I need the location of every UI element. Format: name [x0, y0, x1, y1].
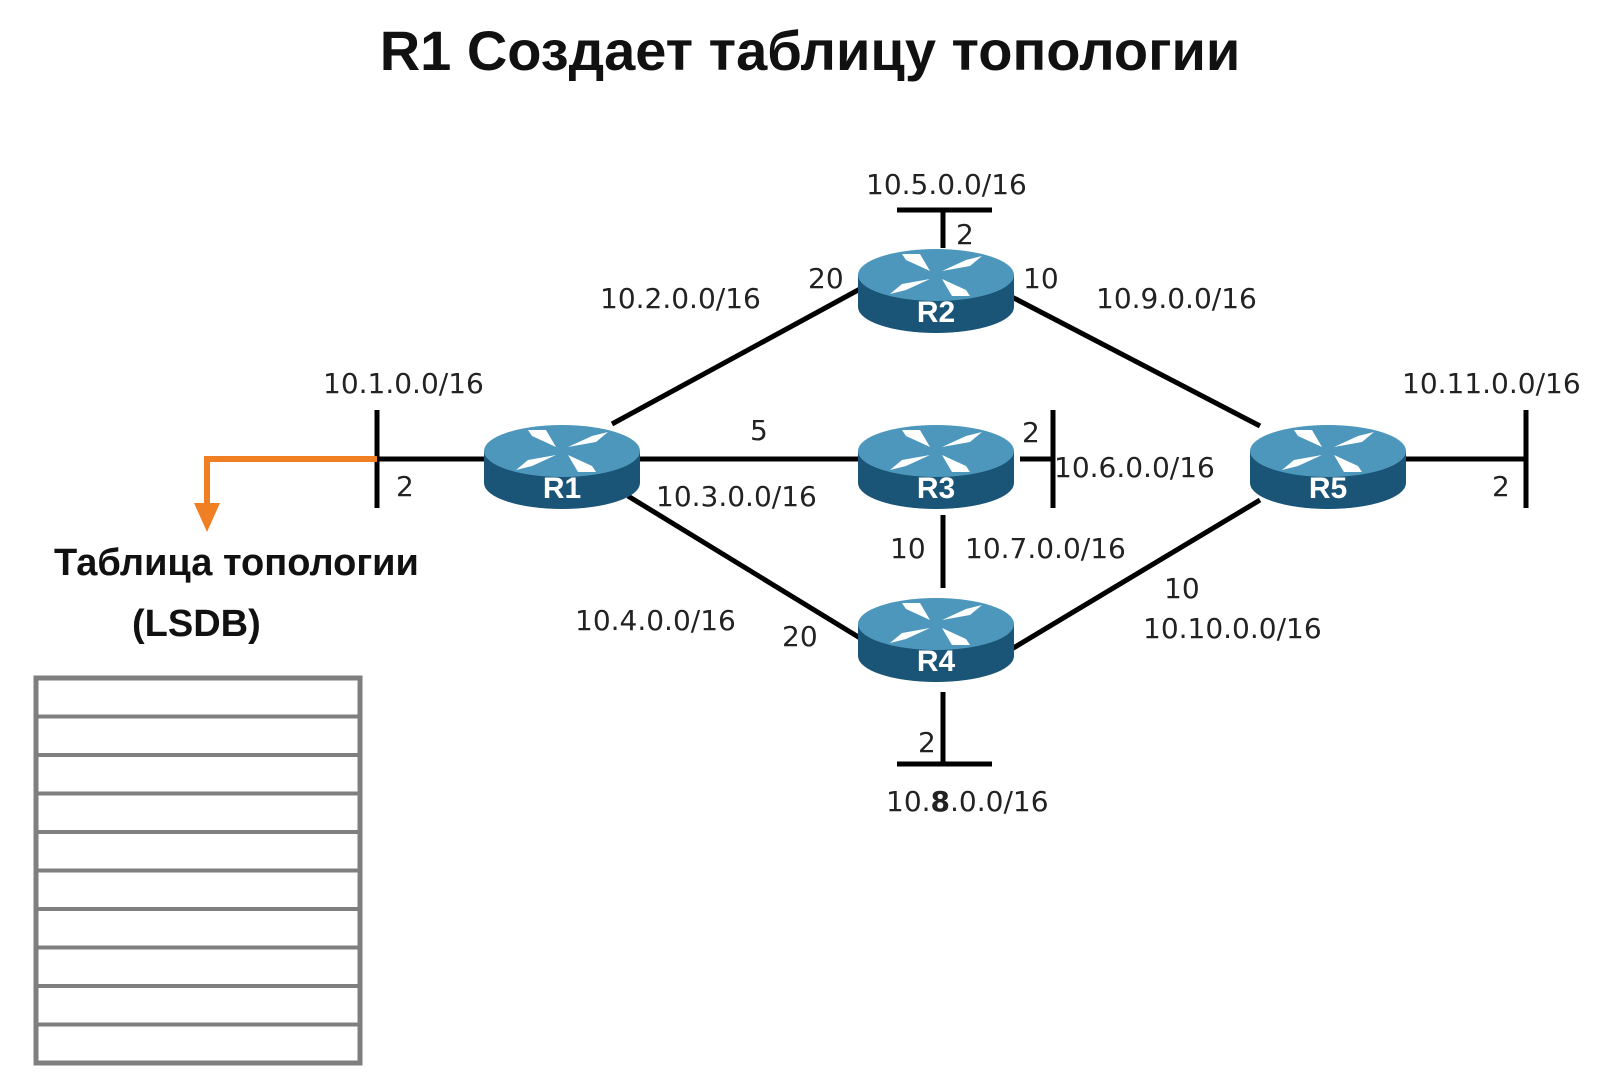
router-label: R1: [543, 472, 581, 505]
network-label-r3-r4: 10.7.0.0/16: [965, 532, 1126, 565]
router-label: R5: [1309, 472, 1347, 505]
cost-label-r3-lan: 2: [1022, 416, 1040, 449]
router-links: [374, 207, 1529, 767]
cost-label-r3-r4: 10: [890, 532, 926, 565]
router-r2[interactable]: R2: [858, 249, 1014, 333]
network-label-r1-r4: 10.4.0.0/16: [575, 604, 736, 637]
network-label-r4-lan-bold: 8: [931, 785, 950, 818]
cost-label-r5-lan: 2: [1492, 470, 1510, 503]
network-label-r2-r5: 10.9.0.0/16: [1096, 282, 1257, 315]
network-label-r1-r2: 10.2.0.0/16: [600, 282, 761, 315]
network-label-r1-r3: 10.3.0.0/16: [656, 480, 817, 513]
router-r4[interactable]: R4: [858, 598, 1014, 682]
network-label-r4-lan: 10.8.0.0/16: [886, 785, 1049, 818]
network-label-r4-r5: 10.10.0.0/16: [1143, 612, 1322, 645]
link-r4-r5: [1008, 497, 1262, 653]
link-r1-r2: [610, 286, 862, 427]
network-label-r4-lan-suffix: .0.0/16: [950, 785, 1049, 818]
cost-label-r1-r3: 5: [750, 414, 768, 447]
network-label-r5-lan: 10.11.0.0/16: [1402, 367, 1581, 400]
network-label-r3-lan: 10.6.0.0/16: [1054, 451, 1215, 484]
link-r2-r5: [1008, 293, 1262, 429]
network-label-r1-lan: 10.1.0.0/16: [323, 367, 484, 400]
cost-label-r2-r5: 10: [1023, 262, 1059, 295]
page-title: R1 Создает таблицу топологии: [379, 19, 1241, 82]
network-label-r4-lan-prefix: 10.: [886, 785, 931, 818]
network-label-r2-lan: 10.5.0.0/16: [866, 168, 1027, 201]
router-r3[interactable]: R3: [858, 425, 1014, 509]
router-label: R4: [917, 645, 956, 678]
router-label: R2: [917, 296, 955, 329]
cost-label-r2-lan: 2: [956, 218, 974, 251]
topology-table-title: Таблица топологии: [54, 542, 419, 584]
cost-label-r1-r2: 20: [808, 262, 844, 295]
router-label: R3: [917, 472, 955, 505]
cost-label-r1-r4: 20: [782, 620, 818, 653]
router-r1[interactable]: R1: [484, 425, 640, 509]
lsdb-arrow: [194, 456, 377, 532]
topology-table-subtitle: (LSDB): [132, 603, 261, 645]
lsdb-table: [33, 675, 363, 1066]
cost-label-r1-lan: 2: [396, 470, 414, 503]
cost-label-r4-lan: 2: [918, 726, 936, 759]
router-r5[interactable]: R5: [1250, 425, 1406, 509]
link-r1-r4: [626, 493, 862, 641]
cost-label-r4-r5: 10: [1164, 572, 1200, 605]
